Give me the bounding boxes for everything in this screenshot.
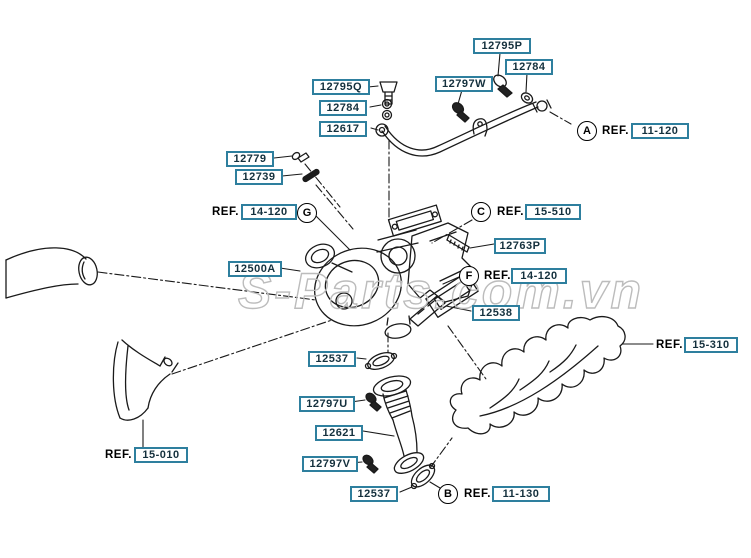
bolt-12797v bbox=[362, 454, 379, 474]
part-label-12500a[interactable]: 12500A bbox=[228, 261, 282, 277]
ref-text-15-010: REF. bbox=[105, 449, 132, 461]
assembly-lines bbox=[97, 111, 572, 469]
ref-text-f: REF. bbox=[484, 270, 511, 282]
watermark-text: S-Parts.com.vn bbox=[238, 263, 644, 319]
part-label-12763p[interactable]: 12763P bbox=[494, 238, 546, 254]
ref-link-14-120-f[interactable]: 14-120 bbox=[511, 268, 567, 284]
gasket-12537-bottom bbox=[410, 462, 436, 490]
ref-text-c: REF. bbox=[497, 206, 524, 218]
pipe-clamp bbox=[472, 118, 488, 137]
part-label-12779[interactable]: 12779 bbox=[226, 151, 274, 167]
ref-link-11-130[interactable]: 11-130 bbox=[492, 486, 550, 502]
bolt-12779 bbox=[291, 151, 310, 163]
part-label-12795q[interactable]: 12795Q bbox=[312, 79, 370, 95]
washer-12784-right bbox=[520, 92, 534, 104]
ref-link-15-310[interactable]: 15-310 bbox=[684, 337, 738, 353]
hose-lower-left bbox=[112, 339, 179, 421]
bolt-12795p bbox=[493, 74, 513, 98]
part-label-12617[interactable]: 12617 bbox=[319, 121, 367, 137]
ref-text-15-310: REF. bbox=[656, 339, 683, 351]
stud-12763p bbox=[446, 234, 470, 253]
ref-link-15-010[interactable]: 15-010 bbox=[134, 447, 188, 463]
part-label-12784-right[interactable]: 12784 bbox=[505, 59, 553, 75]
exhaust-manifold bbox=[449, 315, 626, 435]
ref-text-a: REF. bbox=[602, 125, 629, 137]
part-label-12538[interactable]: 12538 bbox=[472, 305, 520, 321]
part-label-12797v[interactable]: 12797V bbox=[302, 456, 358, 472]
bolt-12797u bbox=[365, 392, 382, 412]
oil-return-pipe bbox=[372, 375, 425, 474]
bolt-12797w bbox=[451, 102, 470, 123]
gasket-12537-top bbox=[364, 352, 398, 370]
callout-circle-c: C bbox=[471, 202, 491, 222]
ref-link-15-510[interactable]: 15-510 bbox=[525, 204, 581, 220]
ref-link-14-120-g[interactable]: 14-120 bbox=[241, 204, 297, 220]
callout-circle-g: G bbox=[297, 203, 317, 223]
callout-circle-a: A bbox=[577, 121, 597, 141]
bolt-12795q bbox=[379, 81, 398, 105]
part-label-12621[interactable]: 12621 bbox=[315, 425, 363, 441]
ref-text-b: REF. bbox=[464, 488, 491, 500]
ref-link-11-120[interactable]: 11-120 bbox=[631, 123, 689, 139]
part-label-12797u[interactable]: 12797U bbox=[299, 396, 355, 412]
ref-text-g: REF. bbox=[212, 206, 239, 218]
callout-circle-f: F bbox=[459, 266, 479, 286]
callout-circle-b: B bbox=[438, 484, 458, 504]
pin-12739 bbox=[302, 168, 320, 183]
part-label-12537-bottom[interactable]: 12537 bbox=[350, 486, 398, 502]
part-label-12784-left[interactable]: 12784 bbox=[319, 100, 367, 116]
washers-12784-left bbox=[381, 98, 393, 121]
gasket-12538 bbox=[409, 295, 446, 327]
part-label-12739[interactable]: 12739 bbox=[235, 169, 283, 185]
part-label-12537-top[interactable]: 12537 bbox=[308, 351, 356, 367]
turbocharger bbox=[304, 204, 479, 339]
air-hose-upper bbox=[5, 247, 98, 299]
part-label-12797w[interactable]: 12797W bbox=[435, 76, 493, 92]
part-label-12795p[interactable]: 12795P bbox=[473, 38, 531, 54]
